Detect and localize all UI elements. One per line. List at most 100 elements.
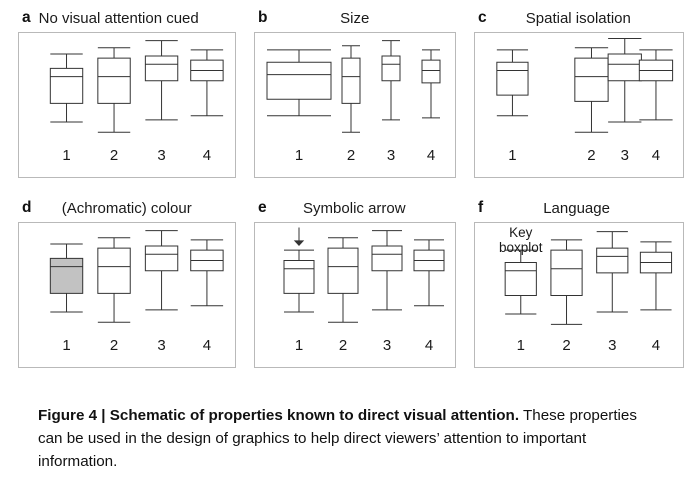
plot-area-c (475, 33, 683, 145)
plot-area-b (255, 33, 455, 145)
boxplot-d-2 (98, 238, 130, 322)
arrow-head (293, 240, 305, 247)
box-rect (50, 68, 82, 103)
panel-header-a: a No visual attention cued (8, 4, 236, 32)
boxplot-a-1 (50, 54, 82, 122)
box-rect (145, 246, 177, 271)
axis-tick-label: 2 (109, 147, 119, 164)
panel-d: d (Achromatic) colour 1 2 3 4 (8, 194, 244, 382)
axis-tick-label: 3 (386, 147, 396, 164)
plot-area-d (19, 223, 235, 335)
boxplot-f-3 (597, 232, 628, 312)
box-rect (145, 56, 177, 81)
axis-tick-label: 4 (202, 337, 212, 354)
boxplot-e-2 (328, 238, 358, 322)
panel-plot-frame-c: 1 2 3 4 (474, 32, 684, 178)
panel-plot-frame-d: 1 2 3 4 (18, 222, 236, 368)
boxplot-e-3 (372, 231, 402, 310)
panel-title-a: No visual attention cued (38, 9, 199, 27)
box-rect (497, 62, 528, 95)
boxplot-e-4 (414, 240, 444, 306)
boxplot-a-2 (98, 48, 130, 132)
axis-tick-label: 4 (426, 147, 436, 164)
axis-tick-label: 4 (424, 337, 434, 354)
box-rect (597, 248, 628, 273)
box-rect (608, 54, 641, 81)
boxplot-a-4 (191, 50, 223, 116)
axis-tick-label: 1 (62, 147, 71, 164)
axis-tick-label: 3 (157, 337, 166, 354)
box-rect (372, 246, 402, 271)
panel-header-f: f Language (464, 194, 684, 222)
box-rect (382, 56, 400, 81)
axis-tick-label: 1 (62, 337, 71, 354)
box-rect (98, 58, 130, 103)
box-rect (342, 58, 360, 103)
axis-tick-label: 4 (202, 147, 212, 164)
boxplot-a-3 (145, 41, 177, 120)
axis-tick-label: 1 (516, 337, 525, 354)
caption-bold-lead: Figure 4 | Schematic of properties known… (38, 407, 520, 424)
boxplot-b-3 (382, 41, 400, 120)
panel-c: c Spatial isolation 1 2 3 4 (464, 4, 692, 194)
panel-title-f: Language (543, 199, 610, 217)
boxplot-f-1 (505, 250, 536, 314)
axis-tick-label: 2 (338, 337, 348, 354)
axis-tick-label: 3 (620, 147, 629, 164)
axis-tick-label: 4 (651, 337, 661, 354)
panel-letter-d: d (22, 199, 32, 216)
panel-header-e: e Symbolic arrow (244, 194, 456, 222)
axis-labels-a: 1 2 3 4 (19, 145, 235, 175)
axis-tick-label: 1 (508, 147, 517, 164)
panel-letter-f: f (478, 199, 484, 216)
panel-letter-a: a (22, 9, 31, 26)
boxplot-b-2 (342, 46, 360, 133)
axis-tick-label: 3 (157, 147, 166, 164)
boxplot-c-2 (575, 48, 608, 132)
box-rect (551, 250, 582, 295)
panel-letter-c: c (478, 9, 487, 26)
panel-letter-b: b (258, 9, 268, 26)
panel-title-b: Size (340, 9, 370, 27)
boxplot-e-1 (284, 250, 314, 312)
box-rect (422, 60, 440, 83)
axis-tick-label: 2 (109, 337, 119, 354)
caption-body: These properties can be used in the desi… (38, 407, 637, 470)
panel-title-c: Spatial isolation (525, 9, 631, 27)
plot-area-a (19, 33, 235, 145)
boxplot-d-4 (191, 240, 223, 306)
axis-tick-label: 4 (651, 147, 661, 164)
axis-labels-c: 1 2 3 4 (475, 145, 683, 175)
box-rect-highlighted (50, 258, 82, 293)
plot-area-f (475, 223, 683, 335)
box-rect (505, 263, 536, 296)
boxplot-b-4 (422, 50, 440, 118)
boxplot-b-1 (267, 50, 331, 116)
axis-tick-label: 2 (587, 147, 596, 164)
panel-title-d: (Achromatic) colour (61, 199, 192, 217)
box-rect (284, 260, 314, 293)
axis-tick-label: 2 (346, 147, 356, 164)
axis-labels-d: 1 2 3 4 (19, 335, 235, 365)
axis-tick-label: 3 (608, 337, 617, 354)
box-rect (328, 248, 358, 293)
figure-caption: Figure 4 | Schematic of properties known… (38, 404, 658, 473)
panel-letter-e: e (258, 199, 267, 216)
plot-area-e (255, 223, 455, 335)
panel-title-e: Symbolic arrow (303, 199, 406, 217)
box-rect (575, 58, 608, 101)
boxplot-d-1 (50, 244, 82, 312)
box-rect (267, 62, 331, 99)
axis-tick-label: 3 (382, 337, 392, 354)
boxplot-f-4 (640, 242, 671, 310)
